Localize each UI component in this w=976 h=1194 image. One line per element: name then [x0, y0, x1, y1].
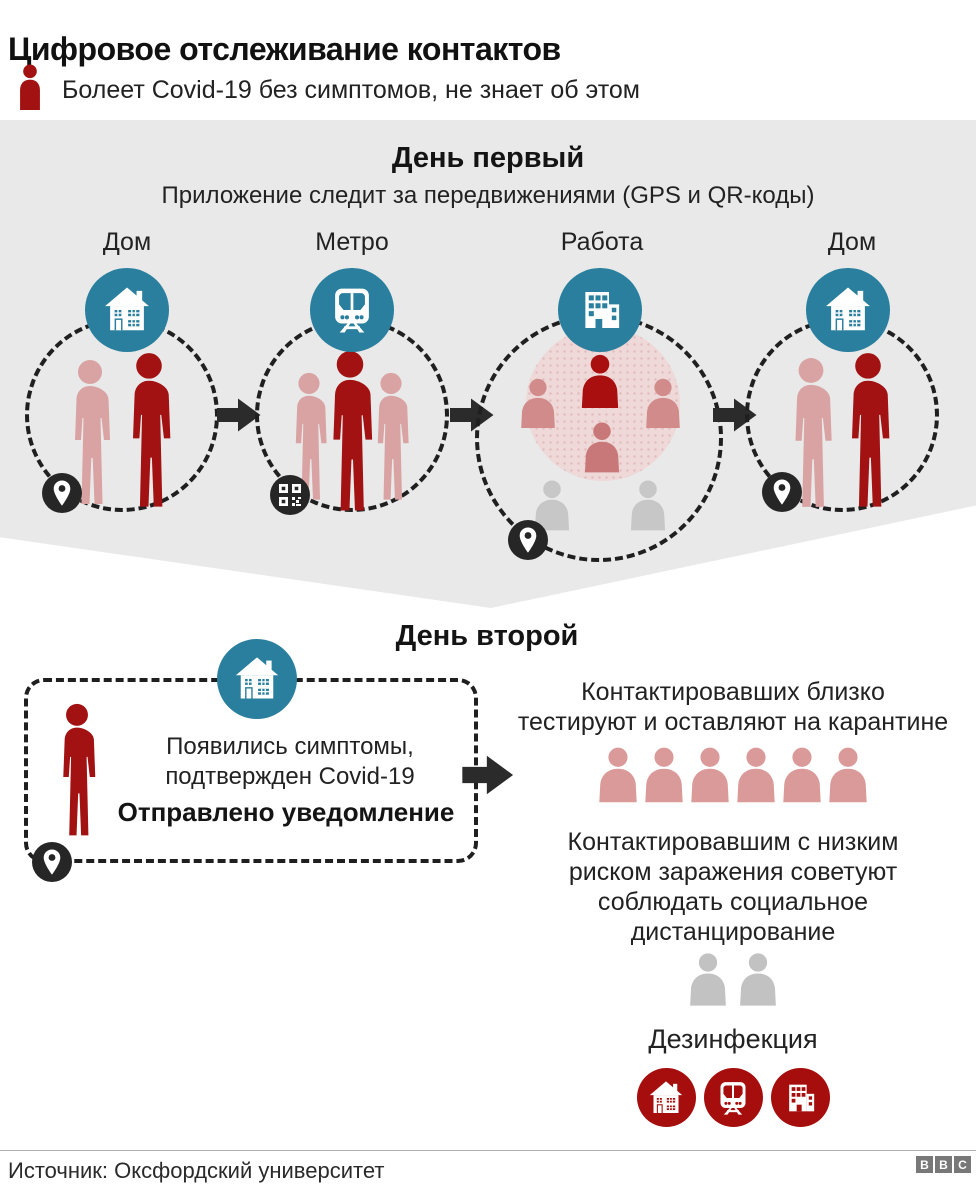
house-icon	[231, 653, 283, 705]
location-pin-icon	[42, 473, 82, 513]
exposed-contact-icon	[581, 421, 623, 473]
low-risk-group	[490, 950, 976, 1008]
disinfection-heading: Дезинфекция	[648, 1024, 818, 1054]
office-icon	[780, 1078, 820, 1118]
location-pin-icon	[508, 520, 548, 560]
office-badge	[558, 268, 642, 352]
legend-label: Болеет Covid-19 без симптомов, не знает …	[62, 76, 640, 104]
train-icon	[713, 1078, 753, 1118]
train-icon	[325, 283, 379, 337]
exposed-contact-icon	[641, 378, 685, 428]
day1-subtitle: Приложение следит за передвижениями (GPS…	[161, 182, 815, 209]
infected-person-icon	[126, 352, 172, 512]
low-risk-line-1: Контактировавшим с низким	[567, 828, 899, 856]
office-badge	[770, 1068, 830, 1127]
house-badge	[217, 639, 297, 719]
low-risk-person-icon	[627, 474, 669, 536]
office-icon	[573, 283, 627, 337]
day2-heading: День второй	[395, 620, 579, 652]
house-icon	[646, 1078, 686, 1118]
infected-person-icon	[13, 64, 47, 110]
quarantine-contact-icon	[687, 746, 733, 803]
infected-person-icon	[576, 354, 624, 408]
quarantine-contact-icon	[779, 746, 825, 803]
notification-sent-label: Отправлено уведомление	[117, 797, 455, 827]
house-icon	[821, 283, 875, 337]
qr-code-icon	[270, 475, 310, 515]
quarantine-contact-icon	[733, 746, 779, 803]
symptoms-line-2: подтвержден Covid-19	[165, 763, 415, 790]
disinfection-icons	[490, 1068, 976, 1127]
quarantine-contact-icon	[641, 746, 687, 803]
close-contacts-line-1: Контактировавших близко	[581, 678, 885, 706]
location-label-home-2: Дом	[827, 228, 877, 256]
page-title: Цифровое отслеживание контактов	[8, 31, 561, 68]
train-badge	[310, 268, 394, 352]
symptoms-line-1: Появились симптомы,	[166, 733, 414, 760]
low-risk-line-4: дистанцирование	[630, 918, 836, 946]
close-contacts-line-2: тестируют и оставляют на карантине	[517, 708, 949, 736]
bbc-logo-block: B	[935, 1156, 952, 1173]
house-badge	[806, 268, 890, 352]
location-label-work: Работа	[560, 228, 644, 256]
location-pin-icon	[32, 842, 72, 882]
bbc-logo-block: B	[916, 1156, 933, 1173]
bbc-logo: B B C	[916, 1156, 971, 1173]
low-risk-line-2: риском заражения советуют	[568, 858, 898, 886]
quarantine-group	[490, 746, 976, 803]
quarantine-contact-icon	[825, 746, 871, 803]
location-pin-icon	[762, 472, 802, 512]
infected-person-icon	[845, 352, 891, 512]
bbc-logo-block: C	[954, 1156, 971, 1173]
footer-divider	[0, 1150, 976, 1151]
low-risk-person-icon	[686, 950, 730, 1008]
train-badge	[703, 1068, 763, 1127]
low-risk-line-3: соблюдать социальное	[597, 888, 869, 916]
location-label-metro: Метро	[315, 228, 389, 256]
day1-heading: День первый	[391, 142, 585, 174]
house-icon	[100, 283, 154, 337]
house-badge	[85, 268, 169, 352]
quarantine-contact-icon	[595, 746, 641, 803]
house-badge	[636, 1068, 696, 1127]
low-risk-person-icon	[736, 950, 780, 1008]
exposed-contact-icon	[516, 378, 560, 428]
infected-person-icon	[327, 350, 373, 516]
location-label-home-1: Дом	[102, 228, 152, 256]
contact-person-icon	[371, 372, 411, 504]
source-label: Источник: Оксфордский университет	[8, 1158, 385, 1183]
infected-person-icon	[57, 703, 97, 840]
